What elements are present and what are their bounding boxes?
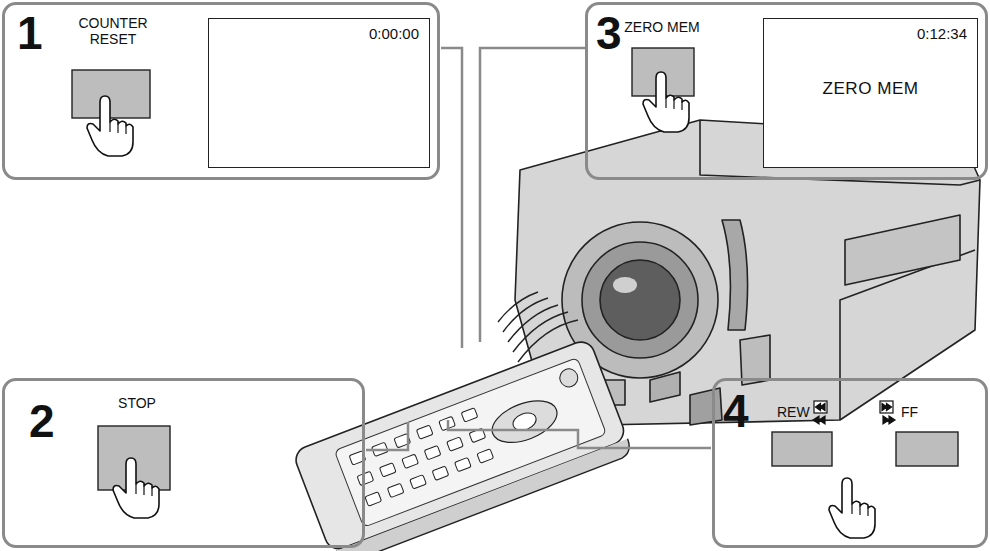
step-number: 2: [29, 395, 55, 448]
rew-symbol: [813, 401, 827, 424]
time-counter: 0:00:00: [369, 25, 419, 42]
hand-icon: [113, 458, 159, 518]
step-panel: 3ZERO MEM0:12:34ZERO MEM: [585, 2, 988, 180]
step-number: 3: [596, 7, 622, 60]
screen-display: 0:12:34ZERO MEM: [763, 18, 978, 168]
time-counter: 0:12:34: [917, 25, 967, 42]
indicator-text: ZERO MEM: [764, 79, 977, 99]
button-label: COUNTER RESET: [67, 15, 159, 47]
screen-display: 0:00:00: [208, 18, 430, 168]
step-panel: 4 REW FF: [712, 378, 988, 548]
button-label: FF: [901, 404, 918, 420]
remote-control: [292, 338, 633, 551]
button-label: ZERO MEM: [622, 19, 702, 35]
step-panel: 1 COUNTER RESET 0:00:00: [2, 2, 440, 180]
hand-icon: [829, 478, 875, 538]
button-label: REW: [777, 404, 810, 420]
step-number: 4: [723, 385, 749, 438]
button-label: STOP: [97, 395, 177, 411]
step-panel: 2 STOP: [2, 378, 365, 548]
step-number: 1: [17, 7, 43, 60]
ff-symbol: [880, 401, 895, 424]
hand-icon: [87, 96, 133, 156]
hand-icon: [643, 72, 689, 132]
